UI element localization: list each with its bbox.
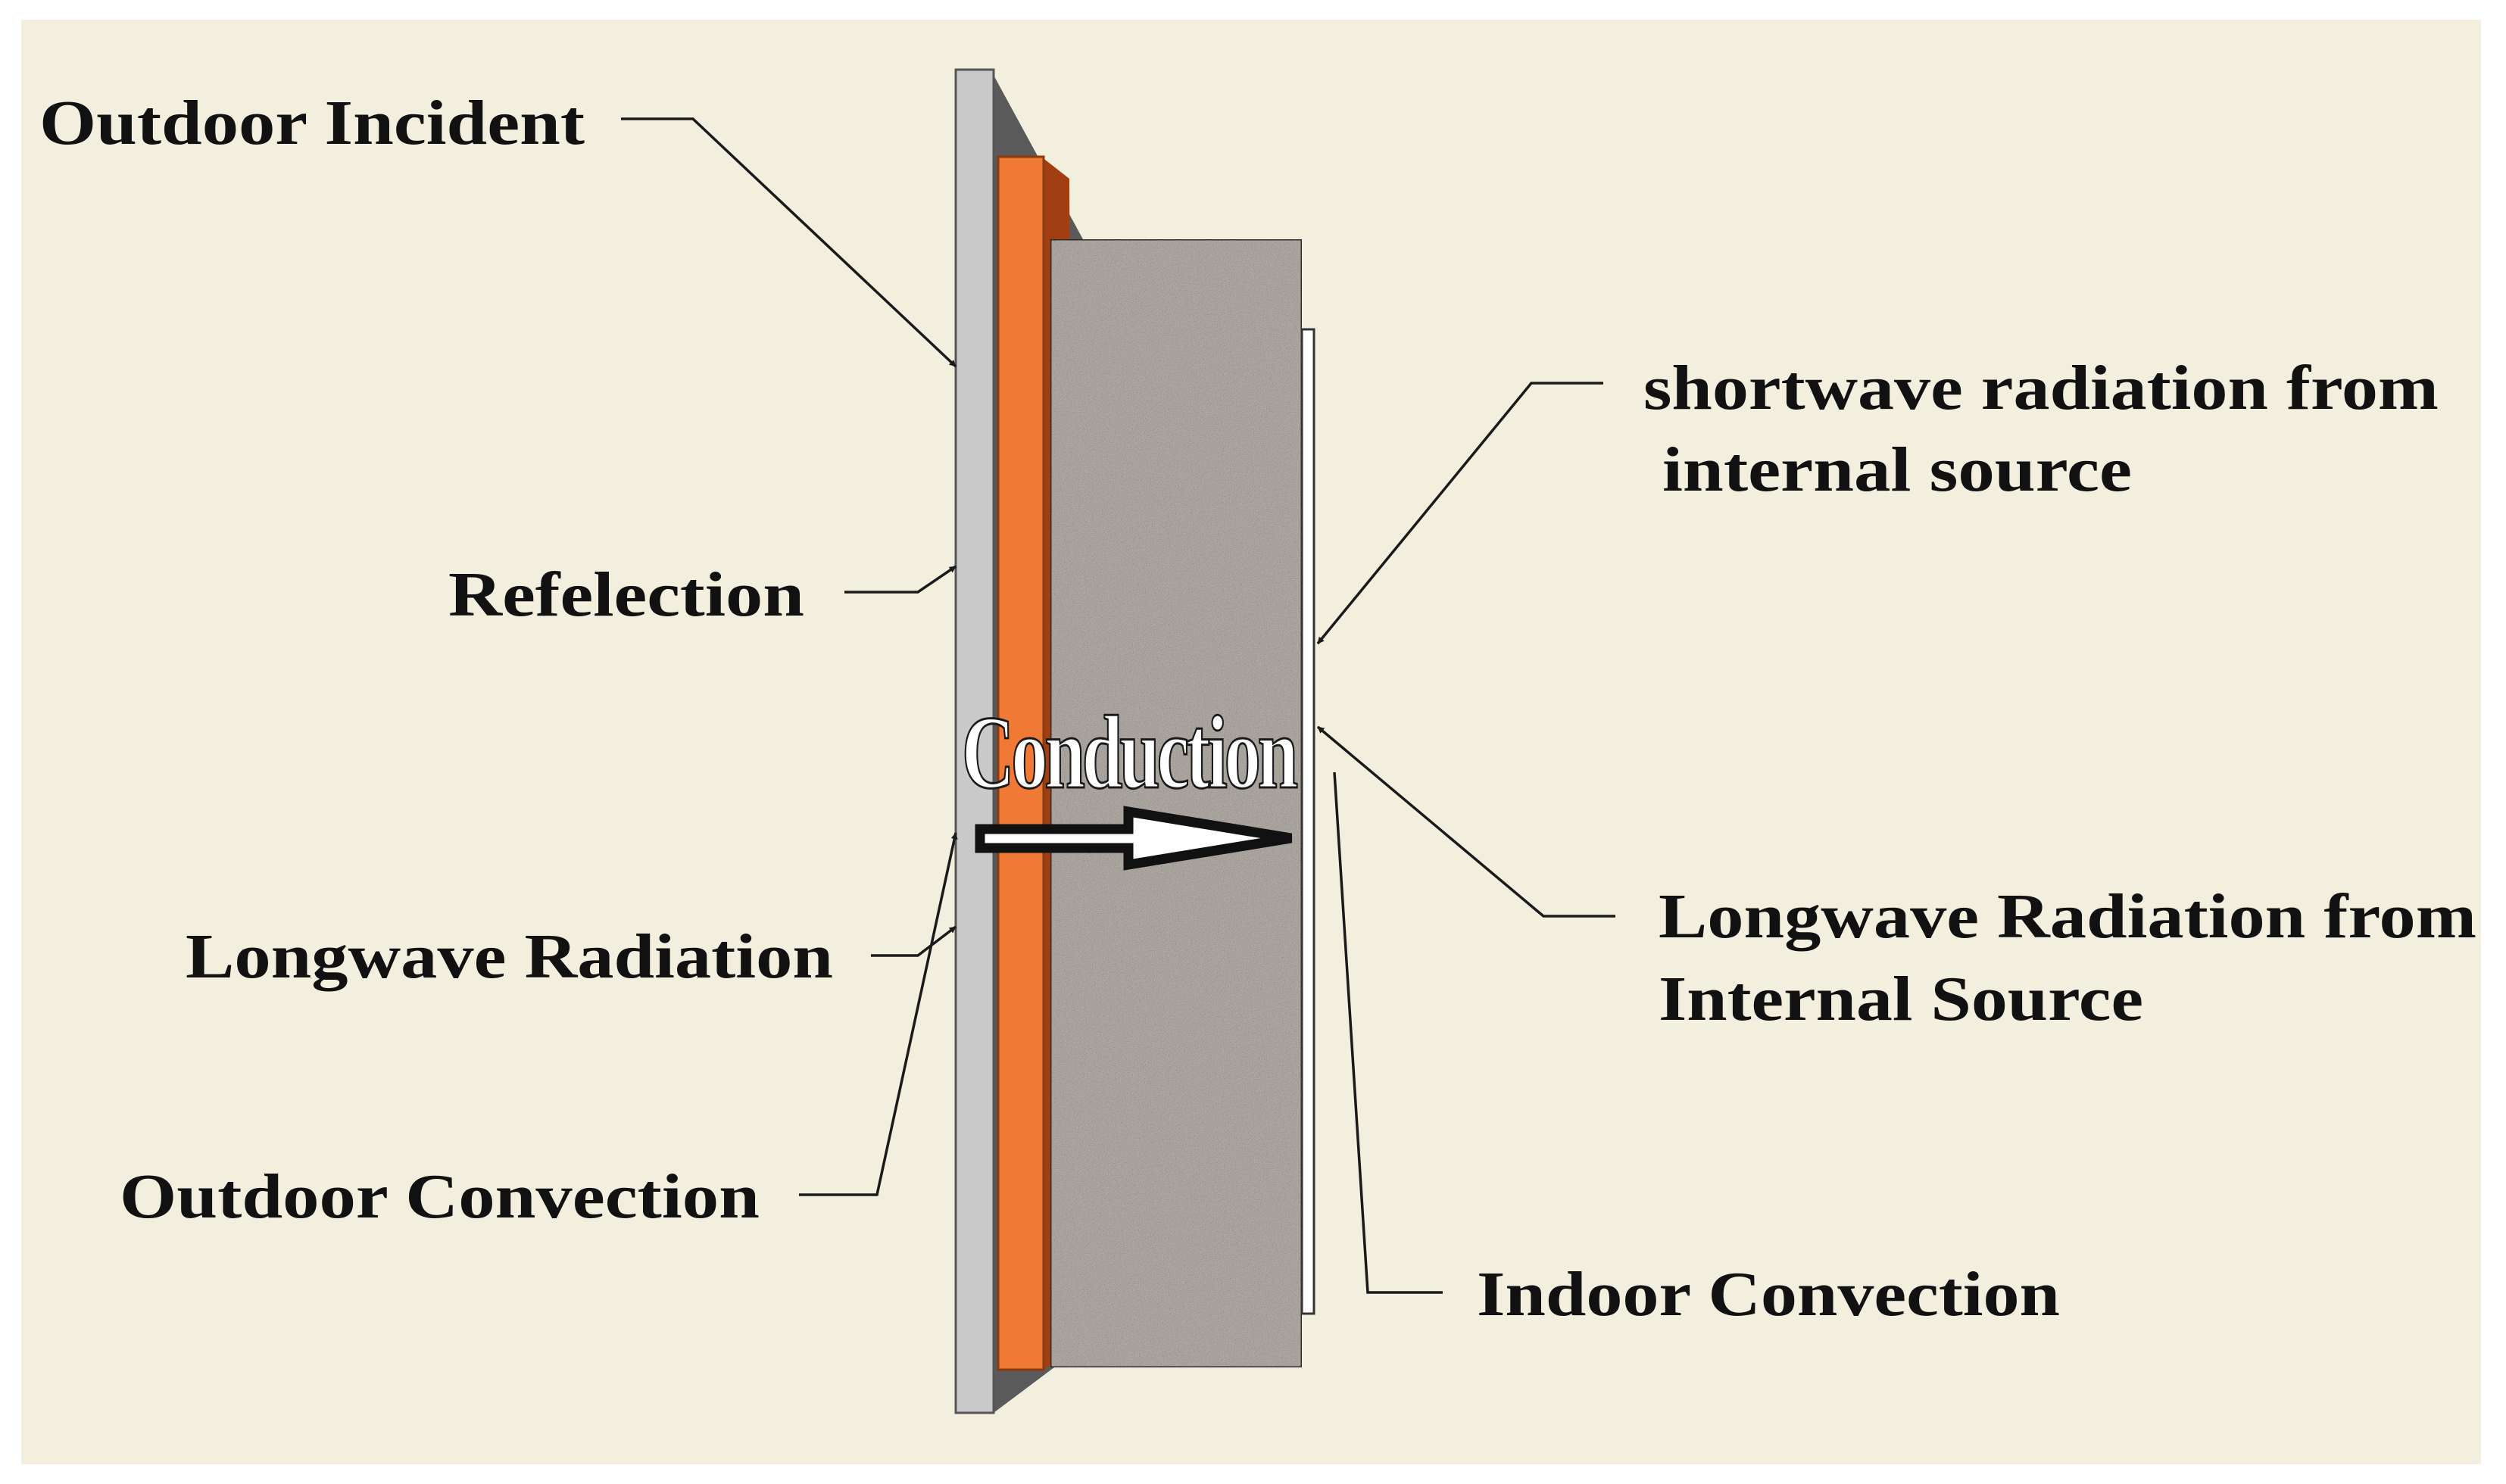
longwave-internal-leader <box>1316 725 1615 918</box>
conduction-group: Conduction <box>961 694 1303 871</box>
concrete-core <box>1049 238 1303 1369</box>
orange-insulation-layer <box>997 155 1045 1371</box>
conduction-label: Conduction <box>962 694 1297 810</box>
leader-lines <box>621 117 1615 1294</box>
shortwave-label-line1: shortwave radiation from <box>1643 353 2439 423</box>
reflection-label: Refelection <box>448 560 804 630</box>
outdoor-convection-label: Outdoor Convection <box>120 1161 760 1232</box>
longwave-radiation-leader <box>871 925 957 957</box>
shortwave-leader <box>1316 382 1603 645</box>
outer-cladding <box>954 68 995 1414</box>
longwave-internal-label-line2: Internal Source <box>1659 964 2143 1034</box>
longwave-radiation-label: Longwave Radiation <box>186 921 833 992</box>
reflection-leader <box>844 565 957 594</box>
inner-finish-layer <box>1300 328 1315 1315</box>
conduction-arrow <box>975 806 1293 871</box>
longwave-internal-label-line1: Longwave Radiation from <box>1659 881 2476 952</box>
outdoor-incident-leader <box>621 117 957 368</box>
outdoor-incident-label: Outdoor Incident <box>39 88 585 158</box>
indoor-convection-leader <box>1333 772 1443 1294</box>
wall-section <box>954 68 1315 1414</box>
shortwave-label-line2: internal source <box>1662 435 2132 505</box>
outdoor-convection-leader <box>799 832 958 1196</box>
indoor-convection-label: Indoor Convection <box>1477 1259 2060 1330</box>
labels: Outdoor Incident Refelection Longwave Ra… <box>39 88 2476 1330</box>
